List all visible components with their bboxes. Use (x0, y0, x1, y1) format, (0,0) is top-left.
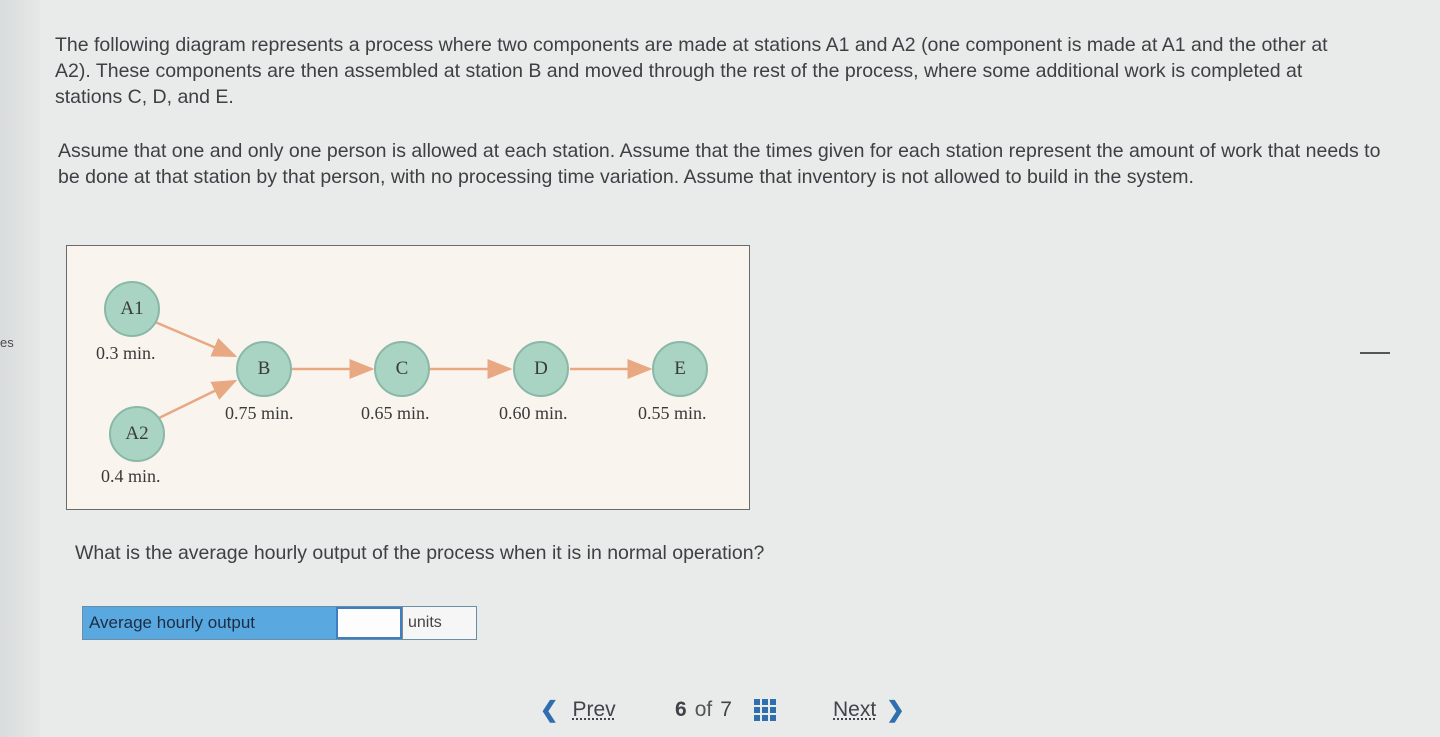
prev-button[interactable]: ❮ Prev (540, 695, 616, 725)
divider-mark (1360, 352, 1390, 354)
page-indicator: 6 of 7 (675, 695, 776, 725)
arrow-a1-b (154, 320, 238, 358)
average-hourly-output-input[interactable] (336, 607, 402, 639)
assumptions-paragraph: Assume that one and only one person is a… (58, 140, 1381, 188)
current-page: 6 (675, 698, 687, 721)
station-b-time: 0.75 min. (225, 403, 294, 423)
side-tab-label[interactable]: es (0, 335, 14, 350)
station-a2: A2 (109, 406, 165, 462)
station-a2-time: 0.4 min. (101, 466, 161, 486)
question-text: What is the average hourly output of the… (75, 542, 765, 564)
of-label: of (694, 698, 713, 721)
prev-label: Prev (572, 698, 616, 721)
process-diagram: A1 0.3 min. A2 0.4 min. B 0.75 min. C 0.… (66, 245, 750, 510)
chevron-left-icon: ❮ (540, 697, 559, 722)
total-pages: 7 (720, 698, 732, 721)
page-edge (0, 0, 40, 737)
station-d-time: 0.60 min. (499, 403, 568, 423)
next-label: Next (833, 698, 877, 721)
answer-row: Average hourly output units (82, 606, 477, 640)
chevron-right-icon: ❯ (886, 697, 905, 722)
station-d: D (513, 341, 569, 397)
grid-icon[interactable] (753, 699, 776, 721)
next-button[interactable]: Next ❯ (833, 695, 905, 725)
station-b: B (236, 341, 292, 397)
station-c-time: 0.65 min. (361, 403, 430, 423)
answer-unit: units (402, 607, 476, 639)
intro-paragraph: The following diagram represents a proce… (55, 34, 1328, 108)
station-e-time: 0.55 min. (638, 403, 707, 423)
station-a1-time: 0.3 min. (96, 343, 156, 363)
station-e: E (652, 341, 708, 397)
station-a1: A1 (104, 281, 160, 337)
answer-label: Average hourly output (83, 607, 336, 639)
arrow-a2-b (158, 379, 238, 420)
diagram-arrows (154, 320, 653, 420)
station-c: C (374, 341, 430, 397)
